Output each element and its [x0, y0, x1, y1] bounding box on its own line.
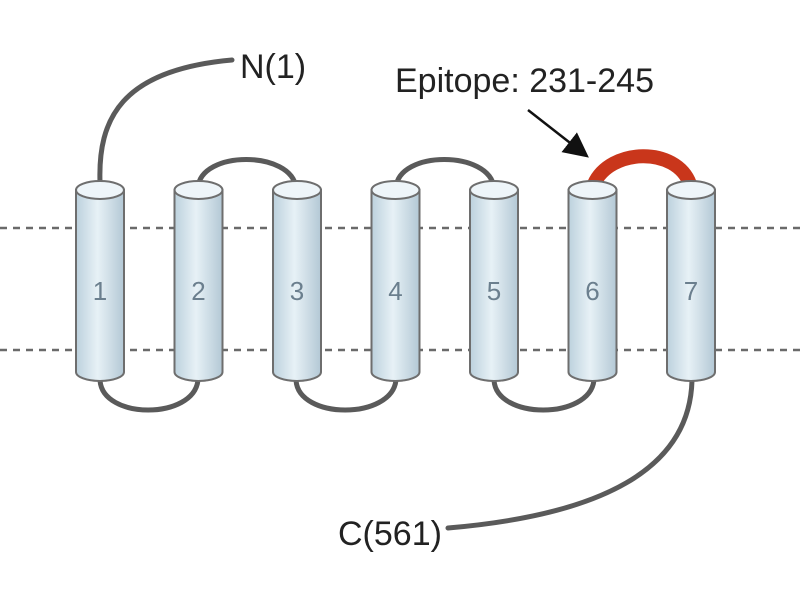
- helix-body: [469, 189, 519, 382]
- loops: [97, 57, 695, 531]
- helix-7: 7: [666, 180, 716, 382]
- helix-number: 6: [585, 276, 599, 306]
- helix-number: 3: [290, 276, 304, 306]
- helix-top-cap: [370, 180, 421, 200]
- helix-top-cap: [75, 180, 125, 200]
- n-terminus-tail: [97, 57, 235, 185]
- helix-6: 6: [567, 180, 618, 382]
- intracellular-loop-3-4: [293, 377, 399, 413]
- helix-2: 2: [173, 180, 224, 382]
- n-terminus-label: N(1): [240, 48, 306, 86]
- helix-number: 5: [487, 276, 501, 306]
- helix-top-cap: [173, 180, 224, 200]
- helix-5: 5: [469, 180, 519, 382]
- helix-3: 3: [272, 180, 322, 382]
- helix-top-cap: [272, 180, 322, 200]
- epitope-arrow: [527, 109, 589, 158]
- helix-group: 1 2 3 4 5 6 7: [75, 180, 716, 382]
- helix-number: 4: [388, 276, 402, 306]
- epitope-label: Epitope: 231-245: [395, 62, 654, 100]
- helix-top-cap: [666, 180, 716, 200]
- helix-number: 2: [191, 276, 205, 306]
- helix-body: [567, 189, 618, 382]
- extracellular-loop-2-3: [195, 157, 299, 191]
- helix-body: [370, 189, 421, 382]
- helix-1: 1: [75, 180, 125, 382]
- intracellular-loop-5-6: [491, 377, 597, 413]
- helix-number: 1: [93, 276, 107, 306]
- helix-top-cap: [567, 180, 618, 200]
- c-terminus-label: C(561): [338, 515, 442, 553]
- helix-body: [75, 189, 125, 382]
- helix-body: [173, 189, 224, 382]
- helix-top-cap: [469, 180, 519, 200]
- intracellular-loop-1-2: [97, 377, 201, 413]
- helix-body: [272, 189, 322, 382]
- c-terminus-tail: [445, 377, 695, 531]
- helix-body: [666, 189, 716, 382]
- helix-4: 4: [370, 180, 421, 382]
- epitope-loop-6-7: [587, 149, 697, 188]
- extracellular-loop-4-5: [393, 157, 497, 191]
- helix-number: 7: [684, 276, 698, 306]
